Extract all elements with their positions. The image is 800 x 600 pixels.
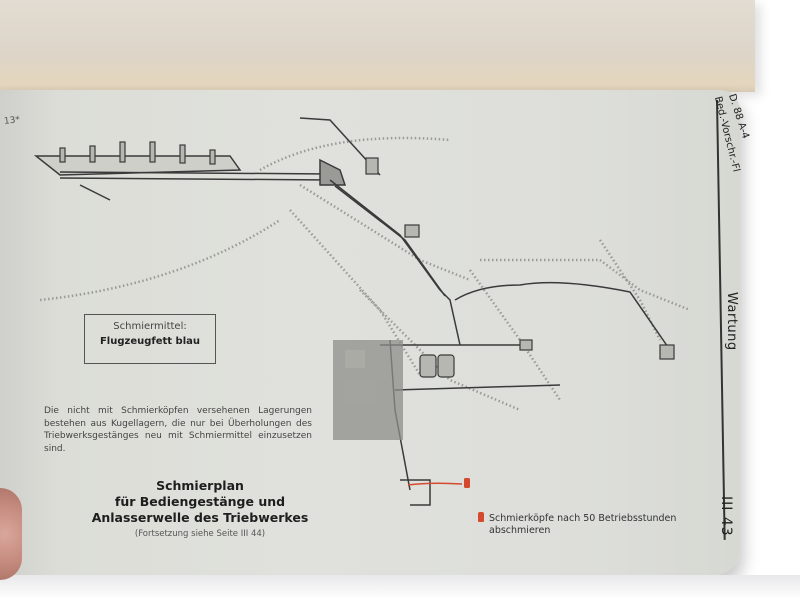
lubrication-leader-line bbox=[407, 482, 463, 486]
back-page bbox=[0, 0, 755, 92]
grease-nipple-legend-icon bbox=[478, 512, 484, 522]
aircraft-outline bbox=[39, 136, 691, 412]
thumb bbox=[0, 488, 22, 580]
control-linkage bbox=[33, 117, 671, 506]
continuation-note: (Fortsetzung siehe Seite III 44) bbox=[134, 529, 266, 539]
legend-line-2: abschmieren bbox=[489, 525, 551, 536]
levers bbox=[59, 141, 675, 378]
figure-title: Schmierplan für Bediengestänge und Anlas… bbox=[70, 478, 330, 539]
lubricant-value: Flugzeugfett blau bbox=[99, 336, 201, 347]
page-shadow bbox=[0, 575, 800, 600]
page-number: III 43 bbox=[718, 496, 734, 537]
lubricant-box: Schmiermittel: Flugzeugfett blau bbox=[84, 314, 216, 364]
legend-line-1: Schmierköpfe nach 50 Betriebsstunden bbox=[489, 513, 677, 524]
title-line-1: Schmierplan bbox=[156, 478, 244, 493]
section-label: Wartung bbox=[724, 292, 739, 351]
title-line-2: für Bediengestänge und bbox=[114, 494, 286, 509]
linkage-diagram bbox=[33, 117, 691, 506]
engine-block bbox=[333, 340, 403, 440]
lubricant-label: Schmiermittel: bbox=[113, 321, 187, 332]
grease-legend: Schmierköpfe nach 50 Betriebsstunden abs… bbox=[478, 512, 676, 537]
grease-nipple-icon bbox=[464, 478, 470, 488]
title-line-3: Anlasserwelle des Triebwerkes bbox=[91, 510, 309, 525]
bearing-note: Die nicht mit Schmierköpfen versehenen L… bbox=[44, 406, 312, 454]
